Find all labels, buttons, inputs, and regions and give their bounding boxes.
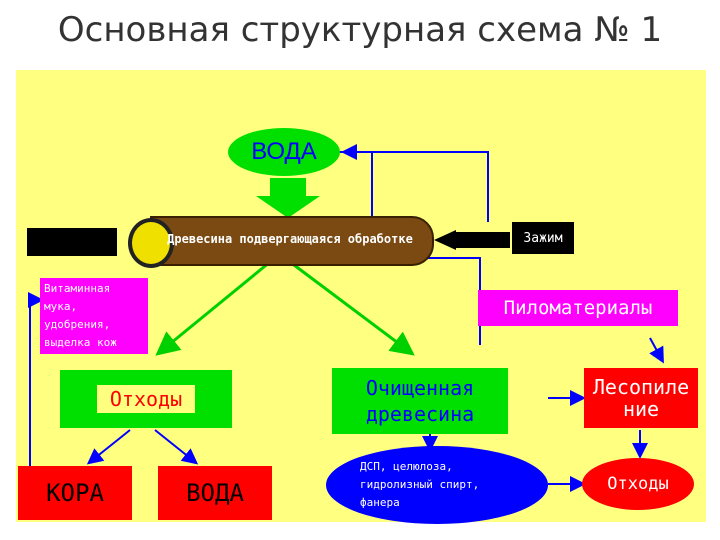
page-title: Основная структурная схема № 1 (57, 10, 663, 50)
arrow-wood-to-waste (155, 260, 271, 356)
vitamin-label: Витаминная мука, удобрения, выделка кож (44, 282, 117, 349)
arrow-wood-to-clean (289, 260, 415, 356)
waste-red-label: Отходы (607, 474, 669, 494)
arrow-waste-to-bark (86, 429, 131, 465)
bark-label: КОРА (46, 479, 104, 507)
log-body (150, 216, 434, 266)
waste-red-ellipse: Отходы (582, 458, 694, 510)
wood-label: Древесина подвергающаяся обработке (167, 232, 413, 246)
arrow-waste-to-water (154, 429, 199, 465)
waste-green-label: Отходы (109, 387, 183, 411)
green-down-arrow (256, 178, 320, 218)
log-end-icon (128, 218, 174, 268)
water-bottom-label: ВОДА (186, 479, 244, 507)
clamp-label: Зажим (523, 230, 563, 246)
products-ellipse: ДСП, целюлоза, гидролизный спирт, фанера (326, 446, 548, 524)
clamp-box: Зажим (512, 222, 574, 254)
water-top-label: ВОДА (251, 138, 317, 165)
arrow-lumber-to-sawmill (649, 337, 664, 364)
lumber-label: Пиломатериалы (503, 297, 653, 319)
arrow-loop-to-water (372, 151, 489, 222)
sawmill-box: Лесопиле ние (584, 368, 698, 428)
right-clamp-bar (456, 232, 510, 248)
products-label: ДСП, целюлоза, гидролизный спирт, фанера (360, 460, 480, 509)
clean-wood-label: Очищенная древесина (365, 376, 475, 426)
left-clamp (27, 228, 117, 256)
right-clamp-arrow (434, 230, 456, 250)
waste-green-inner: Отходы (97, 385, 195, 413)
wood-label-box: Древесина подвергающаяся обработке (165, 216, 415, 262)
arrow-bark-to-vitamin (28, 292, 44, 468)
clean-wood-box: Очищенная древесина (332, 368, 508, 434)
sawmill-label: Лесопиле ние (592, 375, 690, 421)
lumber-box: Пиломатериалы (478, 290, 678, 326)
water-bottom-box: ВОДА (158, 466, 272, 520)
water-top-ellipse: ВОДА (228, 128, 340, 176)
waste-green-box: Отходы (60, 370, 232, 428)
bark-box: КОРА (18, 466, 132, 520)
vitamin-box: Витаминная мука, удобрения, выделка кож (40, 278, 148, 354)
